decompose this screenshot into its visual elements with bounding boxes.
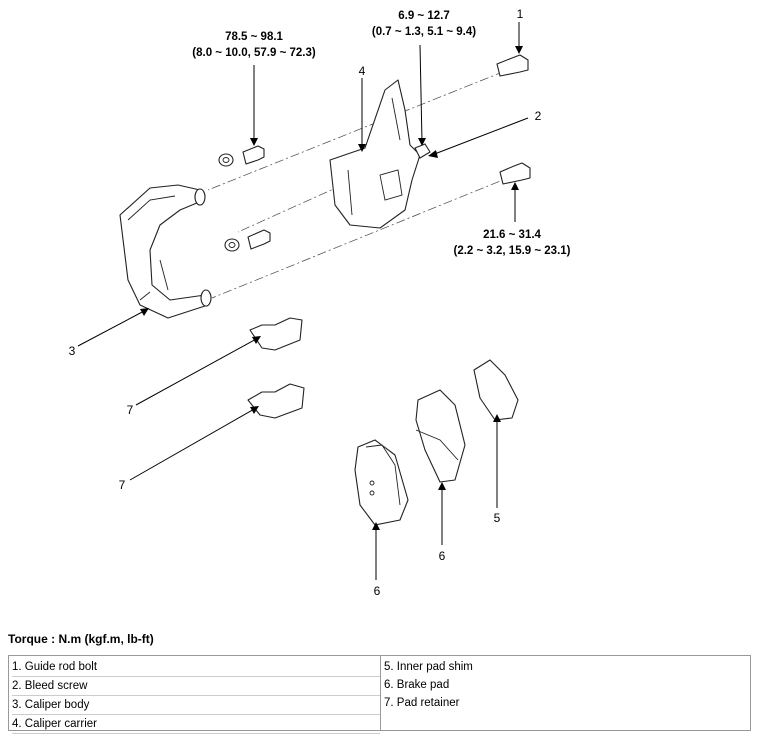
washer-bolt-upper (218, 145, 265, 167)
brake-pad-inner (415, 389, 466, 483)
torque-spec-6-line2: (0.7 ~ 1.3, 5.1 ~ 9.4) (372, 26, 476, 38)
parts-legend-table: 1. Guide rod bolt 2. Bleed screw 3. Cali… (8, 655, 751, 734)
callout-6b: 6 (439, 549, 446, 563)
brake-pad-outer (354, 439, 409, 526)
axis-line-upper (207, 64, 521, 191)
callout-6a: 6 (374, 584, 381, 598)
torque-spec-21-line1: 21.6 ~ 31.4 (483, 229, 541, 241)
leader-torque-6 (419, 44, 423, 143)
callout-2: 2 (535, 109, 542, 123)
axis-line-middle (237, 149, 421, 233)
callout-1: 1 (517, 7, 524, 21)
leader-callout-3 (77, 309, 147, 347)
callout-7a: 7 (127, 403, 134, 417)
leader-callout-7a (135, 337, 259, 406)
guide-rod-bolt-lower (499, 162, 531, 185)
axis-line-lower (211, 174, 516, 299)
guide-rod-bolt-upper (496, 54, 529, 77)
legend-column-right: 5. Inner pad shim 6. Brake pad 7. Pad re… (381, 656, 473, 730)
leader-callout-7b (129, 407, 257, 481)
legend-item: 4. Caliper carrier (12, 715, 380, 734)
washer-bolt-lower (224, 229, 271, 252)
torque-spec-6-line1: 6.9 ~ 12.7 (398, 10, 449, 22)
torque-spec-78-line2: (8.0 ~ 10.0, 57.9 ~ 72.3) (192, 47, 316, 59)
torque-spec-21-line2: (2.2 ~ 3.2, 15.9 ~ 23.1) (454, 245, 571, 257)
callout-3: 3 (69, 344, 76, 358)
exploded-brake-caliper-diagram: 78.5 ~ 98.1 (8.0 ~ 10.0, 57.9 ~ 72.3) 6.… (69, 7, 571, 598)
pad-retainer-upper (249, 317, 303, 351)
pad-retainer-lower (247, 383, 305, 419)
legend-item: 1. Guide rod bolt (12, 658, 380, 677)
callout-7b: 7 (119, 478, 126, 492)
torque-spec-78-line1: 78.5 ~ 98.1 (225, 31, 283, 43)
callout-5: 5 (494, 511, 501, 525)
leader-callout-2 (431, 117, 529, 156)
legend-column-left: 1. Guide rod bolt 2. Bleed screw 3. Cali… (9, 656, 381, 734)
callout-4: 4 (359, 64, 366, 78)
inner-pad-shim (473, 359, 519, 421)
caliper-carrier-part (119, 184, 212, 319)
legend-item: 5. Inner pad shim (384, 661, 473, 673)
legend-item: 3. Caliper body (12, 696, 380, 715)
caliper-body-part (329, 79, 431, 229)
legend-item: 7. Pad retainer (384, 697, 460, 709)
legend-item: 2. Bleed screw (12, 677, 380, 696)
torque-units-heading: Torque : N.m (kgf.m, lb-ft) (8, 632, 154, 646)
legend-item: 6. Brake pad (384, 679, 450, 691)
